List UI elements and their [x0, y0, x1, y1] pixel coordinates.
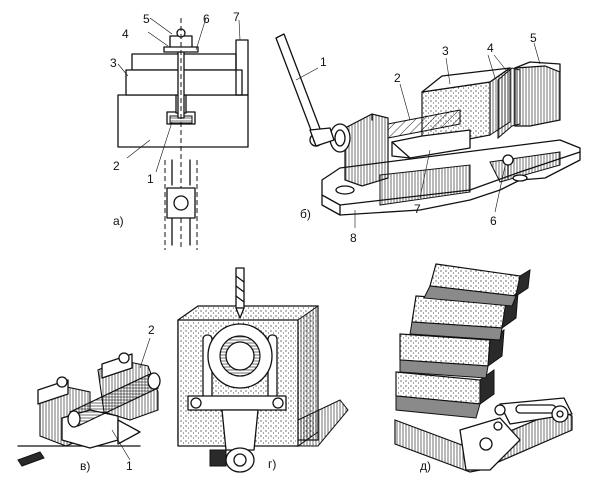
figure-a-callout-2: 2	[113, 159, 120, 173]
figure-b-body	[344, 113, 389, 187]
figure-d-caption: д)	[420, 459, 431, 473]
figure-a-caption: а)	[113, 214, 124, 228]
figure-a-callout-5: 5	[143, 12, 150, 26]
figure-a-callout-6: 6	[203, 12, 210, 26]
figure-v-callout-1: 1	[126, 459, 133, 473]
figure-v-callout-2: 2	[148, 323, 155, 337]
figure-b-callout-2: 2	[394, 71, 401, 85]
figure-b-callout-4: 4	[487, 41, 494, 55]
figure-b-machine-vise	[275, 33, 581, 228]
figure-v-caption: в)	[80, 459, 90, 473]
figure-b-callout-6: 6	[490, 214, 497, 228]
figure-d-tilting-fixture	[394, 263, 573, 473]
figure-g-drill	[235, 267, 245, 309]
figure-v-v-blocks	[17, 337, 161, 467]
figure-a-callout-3: 3	[110, 56, 117, 70]
figure-a-section-drawing	[117, 17, 249, 250]
figure-a-callout-4: 4	[122, 27, 129, 41]
figure-g-angle-plate	[177, 267, 349, 473]
figure-b-fixed-jaw	[514, 65, 561, 127]
figure-g-caption: г)	[268, 457, 276, 471]
figure-b-handle	[275, 33, 323, 139]
figure-b-callout-8: 8	[350, 231, 357, 245]
figure-a-callout-1: 1	[147, 172, 154, 186]
figure-b-callout-1: 1	[320, 55, 327, 69]
figure-b-callout-3: 3	[442, 44, 449, 58]
figure-b-callout-7: 7	[414, 202, 421, 216]
figure-b-callout-5: 5	[530, 31, 537, 45]
figure-a-callout-7: 7	[233, 10, 240, 24]
figure-g-clamp-bar	[187, 395, 287, 411]
figure-b-caption: б)	[300, 207, 311, 221]
